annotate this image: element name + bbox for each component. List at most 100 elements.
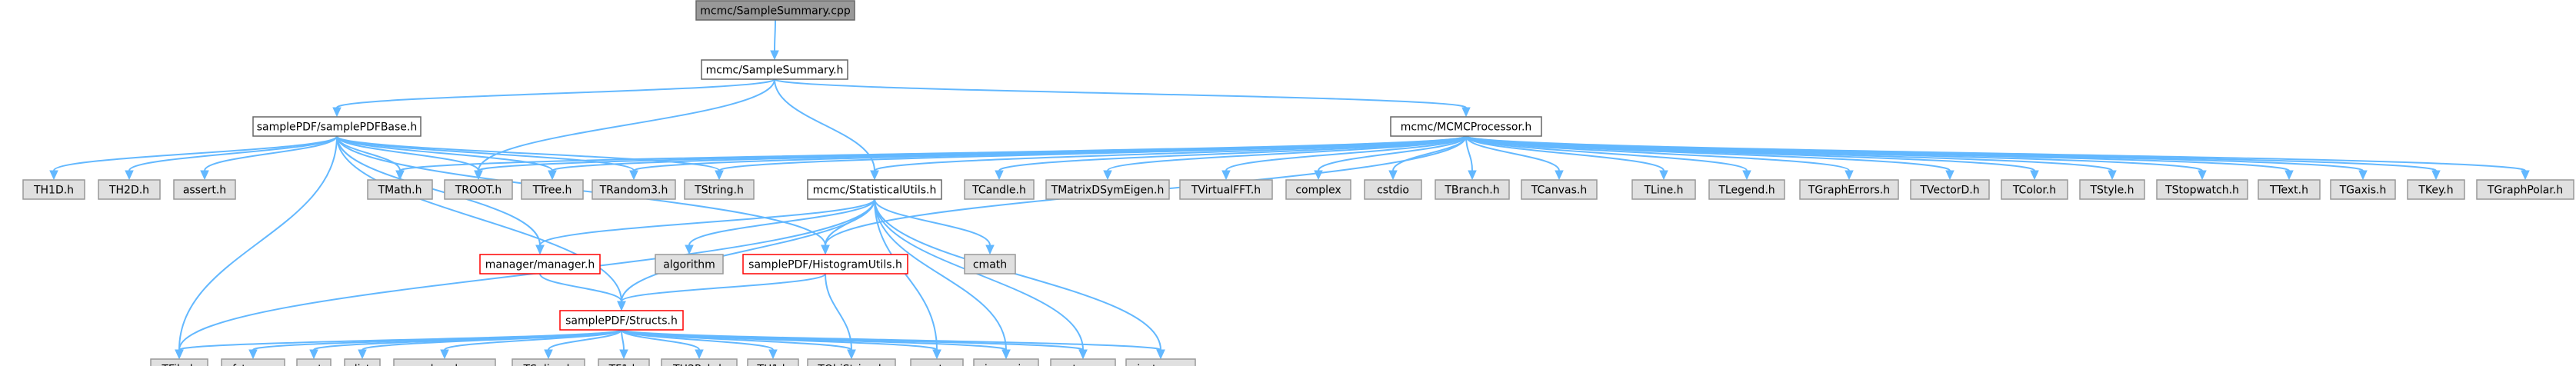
- node-ttext-h[interactable]: TText.h: [2258, 179, 2321, 200]
- node-box-samplepdfbase-h: [252, 116, 422, 137]
- arrowhead-trandom3-h: [629, 170, 638, 181]
- node-statisticalutils-h[interactable]: mcmc/StatisticalUtils.h: [807, 179, 942, 200]
- edge-structs-h-to-set: [313, 329, 622, 351]
- edge-structs-h-to-iomanip: [621, 329, 1007, 351]
- node-samplepdfbase-h[interactable]: samplePDF/samplePDFBase.h: [252, 116, 422, 137]
- node-label-samplepdfbase-h: samplePDF/samplePDFBase.h: [257, 121, 417, 134]
- node-tgaxis-h[interactable]: TGaxis.h: [2330, 179, 2396, 200]
- node-set[interactable]: set: [296, 358, 332, 366]
- node-label-histogramutils-h: samplePDF/HistogramUtils.h: [748, 259, 902, 271]
- arrowhead-set: [309, 349, 318, 360]
- arrowhead-ttext-h: [2284, 170, 2294, 181]
- node-tfile-h[interactable]: TFile.h: [150, 358, 208, 366]
- node-tcolor-h[interactable]: TColor.h: [2001, 179, 2068, 200]
- node-tstopwatch-h[interactable]: TStopwatch.h: [2156, 179, 2248, 200]
- node-vector[interactable]: vector: [910, 358, 964, 366]
- node-th1d-h[interactable]: TH1D.h: [22, 179, 85, 200]
- node-box-tf1-h: [598, 358, 650, 366]
- node-tspline-h[interactable]: TSpline.h: [512, 358, 585, 366]
- node-label-iostream: iostream: [1137, 364, 1185, 366]
- edge-samplesummary-h-to-mcmcprocessor-h: [774, 78, 1467, 108]
- node-label-tf1-h: TF1.h: [608, 364, 639, 366]
- node-th2d-h[interactable]: TH2D.h: [98, 179, 161, 200]
- node-samplesummary-cpp[interactable]: mcmc/SampleSummary.cpp: [695, 0, 855, 21]
- node-manager-h[interactable]: manager/manager.h: [479, 254, 601, 274]
- arrowhead-tstyle-h: [2108, 170, 2117, 181]
- node-tf1-h[interactable]: TF1.h: [598, 358, 650, 366]
- node-tmath-h[interactable]: TMath.h: [367, 179, 433, 200]
- edge-samplepdfbase-h-to-troot-h: [336, 135, 479, 171]
- node-tstyle-h[interactable]: TStyle.h: [2079, 179, 2145, 200]
- node-structs-h[interactable]: samplePDF/Structs.h: [559, 310, 684, 331]
- edge-manager-h-to-structs-h: [539, 273, 622, 302]
- arrowhead-samplesummary-h: [770, 50, 779, 61]
- node-fstream[interactable]: fstream: [221, 358, 285, 366]
- node-label-tgrapherrors-h: TGraphErrors.h: [1808, 185, 1890, 197]
- edge-mcmcprocessor-h-to-tcanvas-h: [1465, 135, 1560, 171]
- node-box-sstream: [1050, 358, 1116, 366]
- edge-mcmcprocessor-h-to-complex: [1318, 135, 1467, 171]
- node-tline-h[interactable]: TLine.h: [1631, 179, 1696, 200]
- node-algorithm[interactable]: algorithm: [655, 254, 724, 274]
- node-histogramutils-h[interactable]: samplePDF/HistogramUtils.h: [742, 254, 908, 274]
- edge-samplesummary-h-to-samplepdfbase-h: [336, 78, 775, 108]
- arrowhead-algorithm: [685, 245, 694, 255]
- edge-structs-h-to-tfile-h: [178, 329, 622, 351]
- edge-samplepdfbase-h-to-structs-h: [336, 135, 622, 302]
- node-label-tfile-h: TFile.h: [161, 364, 196, 366]
- node-tbranch-h[interactable]: TBranch.h: [1435, 179, 1510, 200]
- node-sstream[interactable]: sstream: [1050, 358, 1116, 366]
- node-tcanvas-h[interactable]: TCanvas.h: [1521, 179, 1598, 200]
- node-tobjstring-h[interactable]: TObjString.h: [807, 358, 896, 366]
- node-trandom3-h[interactable]: TRandom3.h: [592, 179, 676, 200]
- node-tcandle-h[interactable]: TCandle.h: [964, 179, 1035, 200]
- node-label-tbranch-h: TBranch.h: [1444, 185, 1499, 197]
- node-th2poly-h[interactable]: TH2Poly.h: [661, 358, 738, 366]
- node-box-iostream: [1125, 358, 1196, 366]
- node-box-samplesummary-h: [701, 59, 848, 80]
- node-tgrapherrors-h[interactable]: TGraphErrors.h: [1799, 179, 1899, 200]
- node-box-th2d-h: [98, 179, 161, 200]
- node-box-tcandle-h: [964, 179, 1035, 200]
- node-assert-h[interactable]: assert.h: [173, 179, 236, 200]
- node-tlegend-h[interactable]: TLegend.h: [1708, 179, 1785, 200]
- edge-mcmcprocessor-h-to-tlegend-h: [1465, 135, 1748, 171]
- node-label-th2d-h: TH2D.h: [108, 185, 149, 197]
- node-label-cstdio: cstdio: [1377, 185, 1409, 197]
- node-label-tline-h: TLine.h: [1643, 185, 1683, 197]
- edge-samplepdfbase-h-to-manager-h: [336, 135, 541, 246]
- node-box-iomanip: [973, 358, 1039, 366]
- node-tvectord-h[interactable]: TVectorD.h: [1910, 179, 1990, 200]
- node-box-tmath-h: [367, 179, 433, 200]
- node-ttree-h[interactable]: TTree.h: [521, 179, 584, 200]
- node-tgraphpolar-h[interactable]: TGraphPolar.h: [2476, 179, 2574, 200]
- edge-mcmcprocessor-h-to-tbranch-h: [1465, 135, 1473, 171]
- node-tstring-h[interactable]: TString.h: [684, 179, 755, 200]
- node-list[interactable]: list: [344, 358, 381, 366]
- node-box-algorithm: [655, 254, 724, 274]
- node-complex[interactable]: complex: [1285, 179, 1351, 200]
- node-unordered-map[interactable]: unordered_map: [393, 358, 496, 366]
- edge-mcmcprocessor-h-to-troot-h: [478, 135, 1467, 171]
- node-tmatrixdsymeigen-h[interactable]: TMatrixDSymEigen.h: [1045, 179, 1170, 200]
- node-label-th1-h: TH1.h: [756, 364, 788, 366]
- edge-structs-h-to-th2poly-h: [621, 329, 700, 351]
- edge-mcmcprocessor-h-to-tgraphpolar-h: [1465, 135, 2526, 171]
- arrowhead-tline-h: [1659, 170, 1668, 181]
- node-label-tstyle-h: TStyle.h: [2089, 185, 2134, 197]
- node-box-set: [296, 358, 332, 366]
- node-iostream[interactable]: iostream: [1125, 358, 1196, 366]
- node-cmath[interactable]: cmath: [964, 254, 1016, 274]
- node-troot-h[interactable]: TROOT.h: [444, 179, 513, 200]
- node-tvirtualfft-h[interactable]: TVirtualFFT.h: [1179, 179, 1273, 200]
- node-cstdio[interactable]: cstdio: [1364, 179, 1422, 200]
- node-th1-h[interactable]: TH1.h: [747, 358, 799, 366]
- node-box-tkey-h: [2407, 179, 2465, 200]
- node-iomanip[interactable]: iomanip: [973, 358, 1039, 366]
- node-tkey-h[interactable]: TKey.h: [2407, 179, 2465, 200]
- node-mcmcprocessor-h[interactable]: mcmc/MCMCProcessor.h: [1390, 116, 1542, 137]
- node-label-unordered-map: unordered_map: [402, 364, 487, 366]
- arrowhead-tstopwatch-h: [2198, 170, 2207, 181]
- node-samplesummary-h[interactable]: mcmc/SampleSummary.h: [701, 59, 848, 80]
